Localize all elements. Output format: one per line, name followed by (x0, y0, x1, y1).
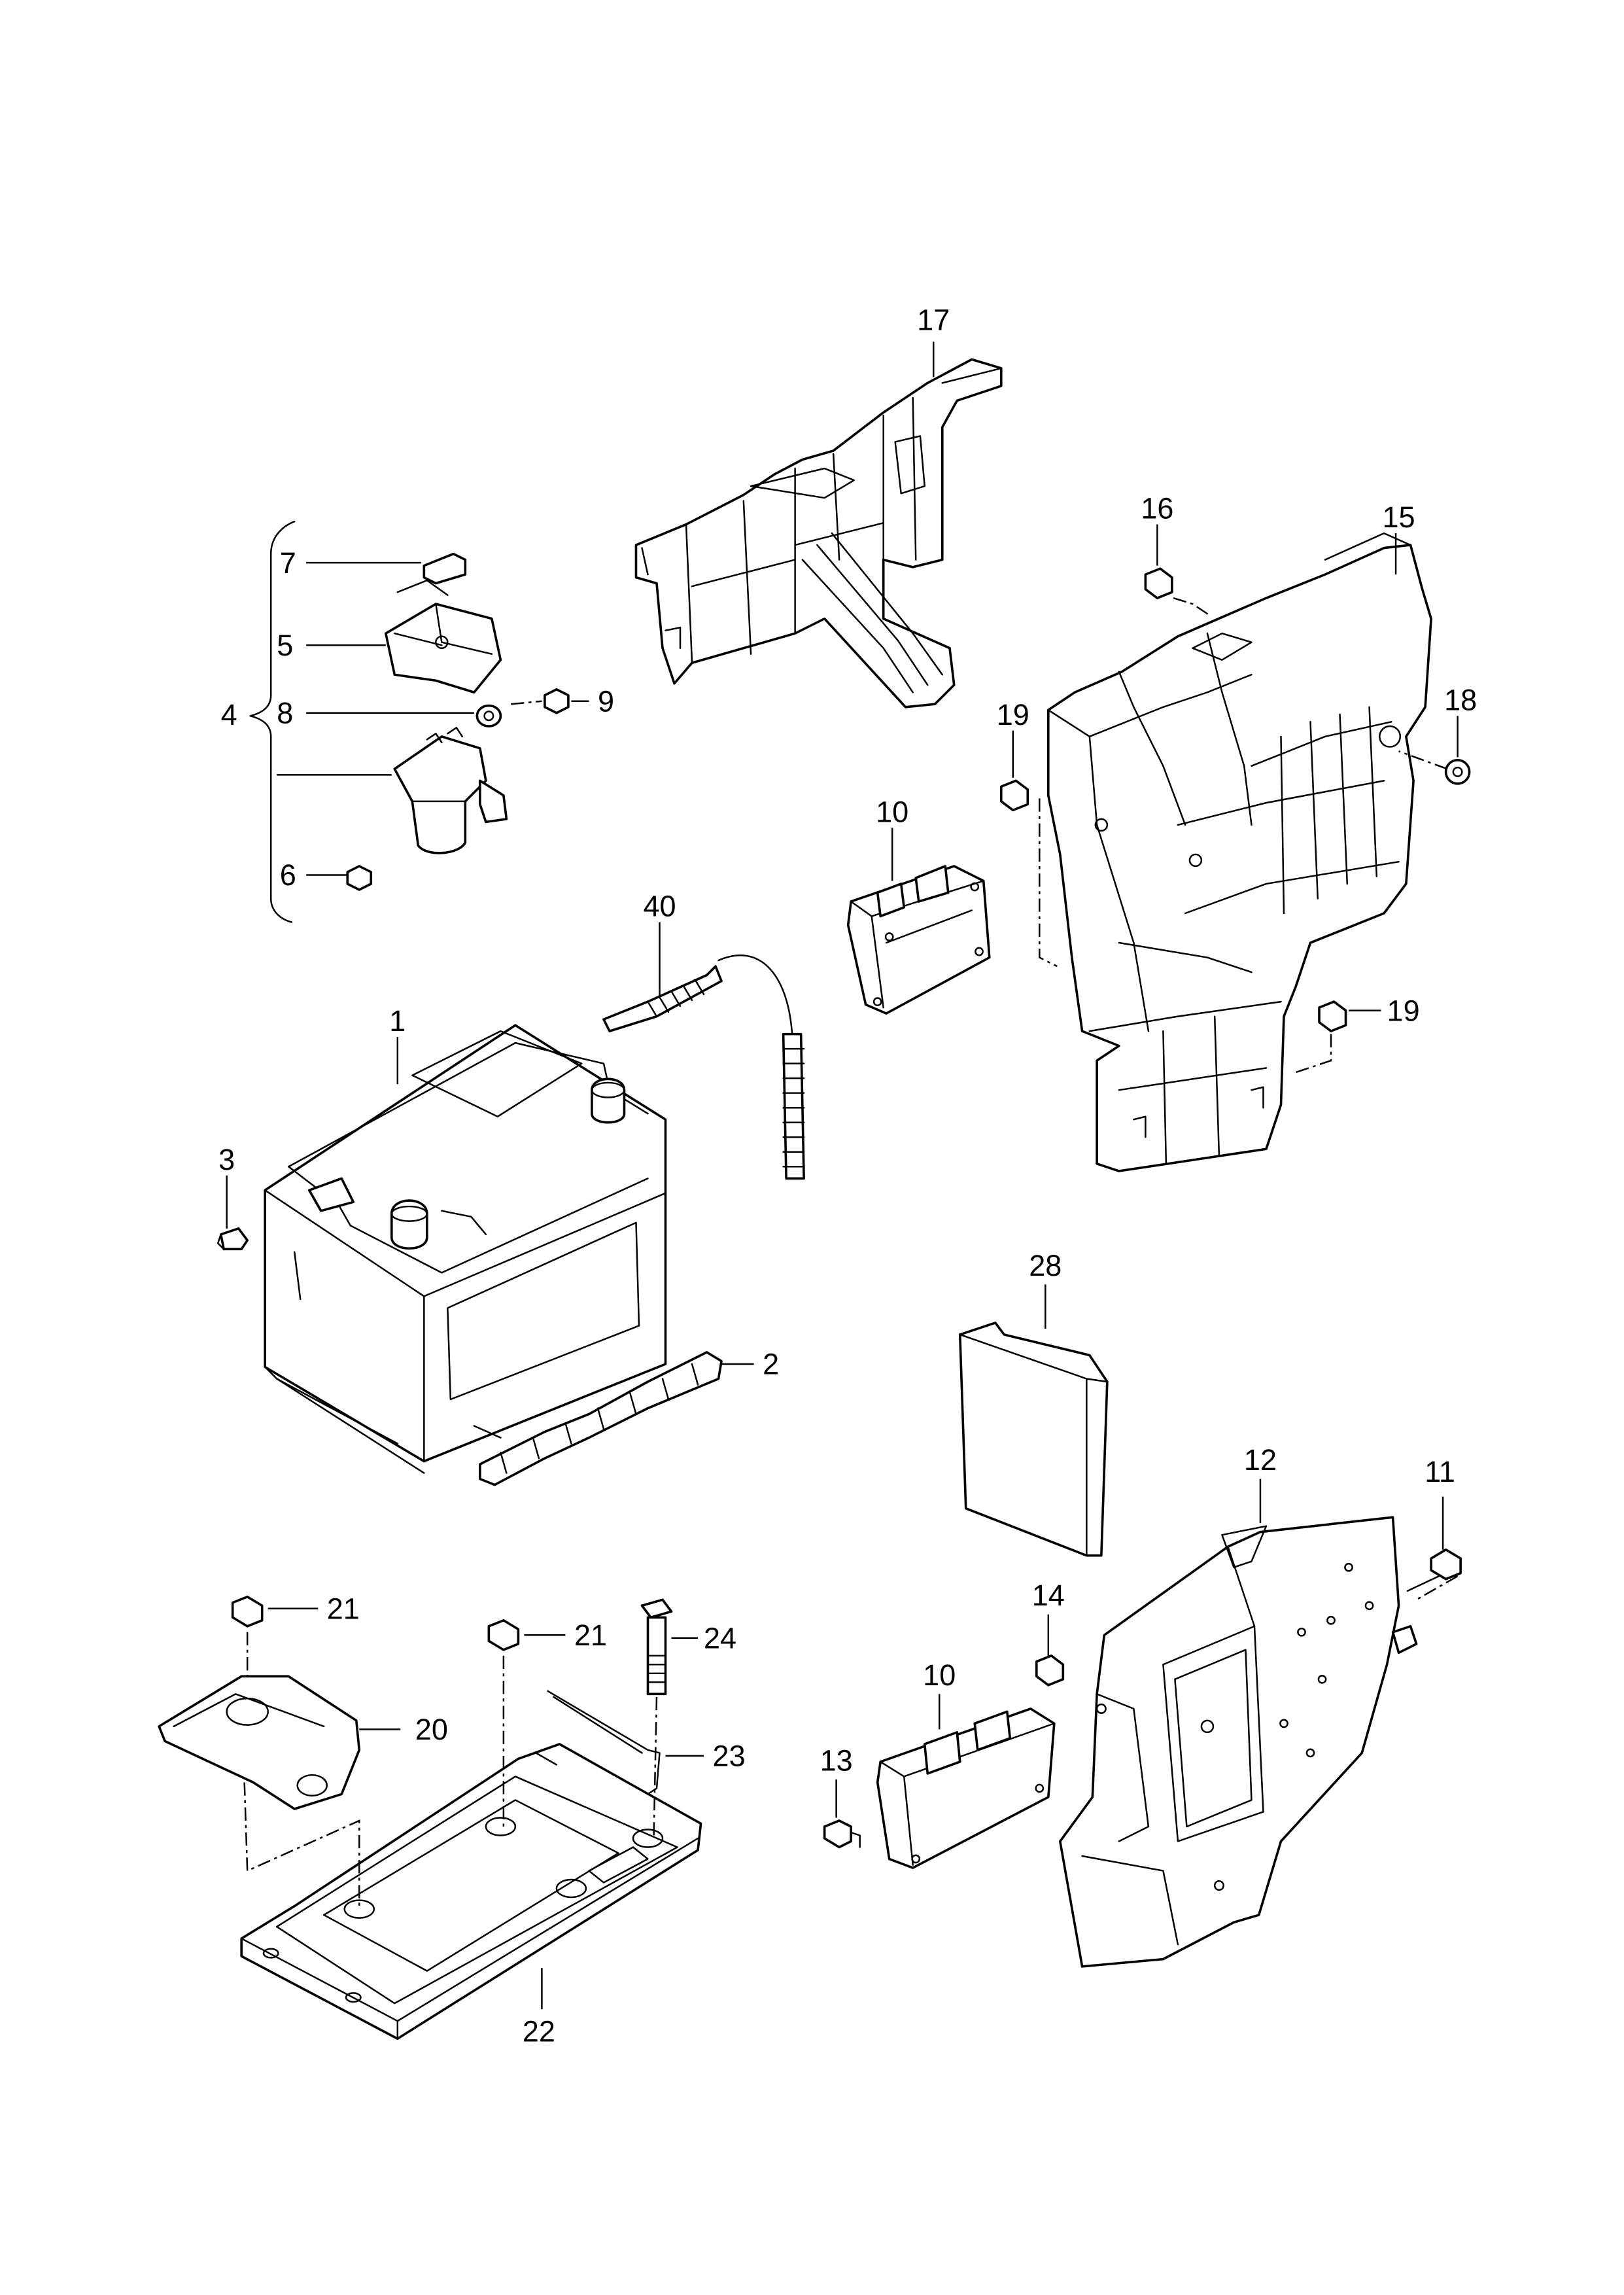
callout-17: 17 (917, 303, 950, 336)
callout-labels: 17 15 16 18 19 19 10 40 1 3 2 7 5 8 9 4 … (218, 303, 1477, 2048)
callout-15: 15 (1383, 500, 1415, 534)
callout-28: 28 (1029, 1249, 1062, 1282)
callout-12: 12 (1244, 1443, 1277, 1477)
callout-4: 4 (221, 698, 237, 731)
part-11-nut (1430, 1548, 1462, 1581)
part-16-nut (1144, 567, 1173, 599)
part-23-hook (547, 1690, 661, 1795)
callout-20: 20 (415, 1713, 448, 1746)
part-13-bolt (823, 1819, 861, 1849)
part-1-battery (264, 1024, 667, 1474)
callout-21-left: 21 (327, 1592, 360, 1626)
part-10-control-unit-upper (846, 865, 991, 1015)
part-40-cable (602, 955, 805, 1180)
callout-13: 13 (820, 1743, 853, 1777)
part-15-housing (1047, 532, 1432, 1172)
part-12-mounting-plate (1059, 1516, 1459, 1968)
callout-19-upper: 19 (997, 698, 1029, 731)
callout-3: 3 (218, 1143, 235, 1176)
part-21-nut-left (231, 1595, 264, 1628)
part-10-control-unit-lower (876, 1708, 1056, 1869)
leader-lines (226, 342, 1459, 2010)
part-3-plug (216, 1227, 249, 1251)
part-20-bracket (158, 1675, 361, 1810)
part-21-nut-right (487, 1619, 520, 1651)
part-19-nut-lower (1318, 1000, 1347, 1032)
callout-7: 7 (280, 546, 296, 580)
callout-22: 22 (523, 2015, 555, 2048)
callout-21-right: 21 (574, 1619, 607, 1652)
callout-1: 1 (389, 1004, 406, 1038)
callout-6: 6 (280, 858, 296, 892)
part-22-tray (240, 1743, 702, 2041)
callout-18: 18 (1444, 683, 1477, 716)
part-18-washer (1444, 759, 1471, 785)
callout-24: 24 (704, 1622, 736, 1655)
callout-2: 2 (763, 1348, 779, 1381)
callout-10-lower: 10 (923, 1658, 956, 1692)
callout-9: 9 (598, 685, 614, 718)
callout-5: 5 (277, 629, 293, 662)
callout-40: 40 (643, 889, 676, 922)
callout-16: 16 (1141, 492, 1173, 525)
callout-11: 11 (1425, 1455, 1455, 1488)
callout-23: 23 (713, 1740, 746, 1773)
callout-8: 8 (277, 697, 293, 730)
part-14-nut (1035, 1655, 1065, 1687)
callout-14: 14 (1032, 1579, 1065, 1612)
callout-10-upper: 10 (876, 795, 908, 828)
callout-19-lower: 19 (1387, 994, 1420, 1027)
part-19-nut-upper (999, 779, 1029, 812)
part-17-bracket (634, 358, 1003, 709)
part-4-relay-group (249, 520, 570, 923)
assembly-lines (243, 597, 1459, 1910)
part-24-bolt (640, 1598, 673, 1696)
part-2-clamp (473, 1351, 723, 1486)
part-28-pad (958, 1322, 1109, 1557)
